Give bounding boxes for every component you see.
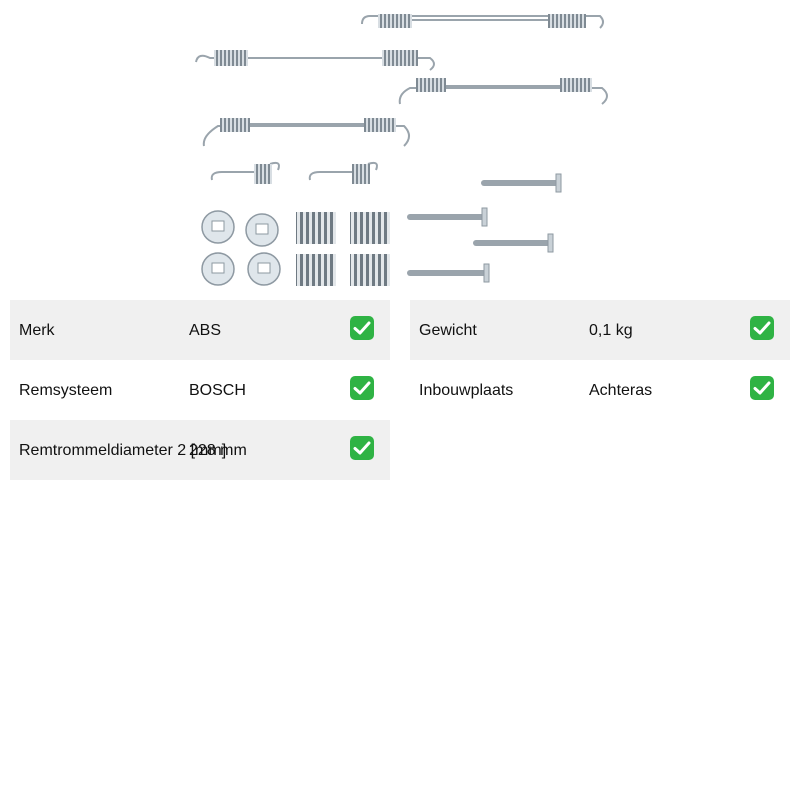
spec-value: BOSCH <box>189 382 246 399</box>
check-mark-icon <box>750 376 774 400</box>
check-mark-icon <box>750 316 774 340</box>
spec-row: Merk ABS <box>10 300 390 360</box>
spec-label: Remtrommeldiameter 2 [mm] <box>19 442 227 459</box>
spec-label: Merk <box>19 322 55 339</box>
spec-row: Gewicht 0,1 kg <box>410 300 790 360</box>
check-mark-icon <box>350 376 374 400</box>
check-mark-icon <box>350 436 374 460</box>
spec-value: ABS <box>189 322 222 339</box>
spec-label: Gewicht <box>419 322 477 339</box>
check-mark-icon <box>350 316 374 340</box>
spec-value: Achteras <box>589 382 653 399</box>
spec-table-right: Gewicht 0,1 kg Inbouwplaats Achteras <box>410 300 790 420</box>
spec-row: Inbouwplaats Achteras <box>410 360 790 420</box>
spec-row: Remsysteem BOSCH <box>10 360 390 420</box>
spec-label: Remsysteem <box>19 382 113 399</box>
spec-value: 0,1 kg <box>589 322 633 339</box>
spec-value: 228 mm <box>189 442 247 459</box>
spec-row: Remtrommeldiameter 2 [mm] 228 mm <box>10 420 390 480</box>
spec-label: Inbouwplaats <box>419 382 514 399</box>
spec-table-left: Merk ABS Remsysteem BOSCH Remtrommeldiam… <box>10 300 390 480</box>
brake-spring-kit-image <box>195 14 608 286</box>
